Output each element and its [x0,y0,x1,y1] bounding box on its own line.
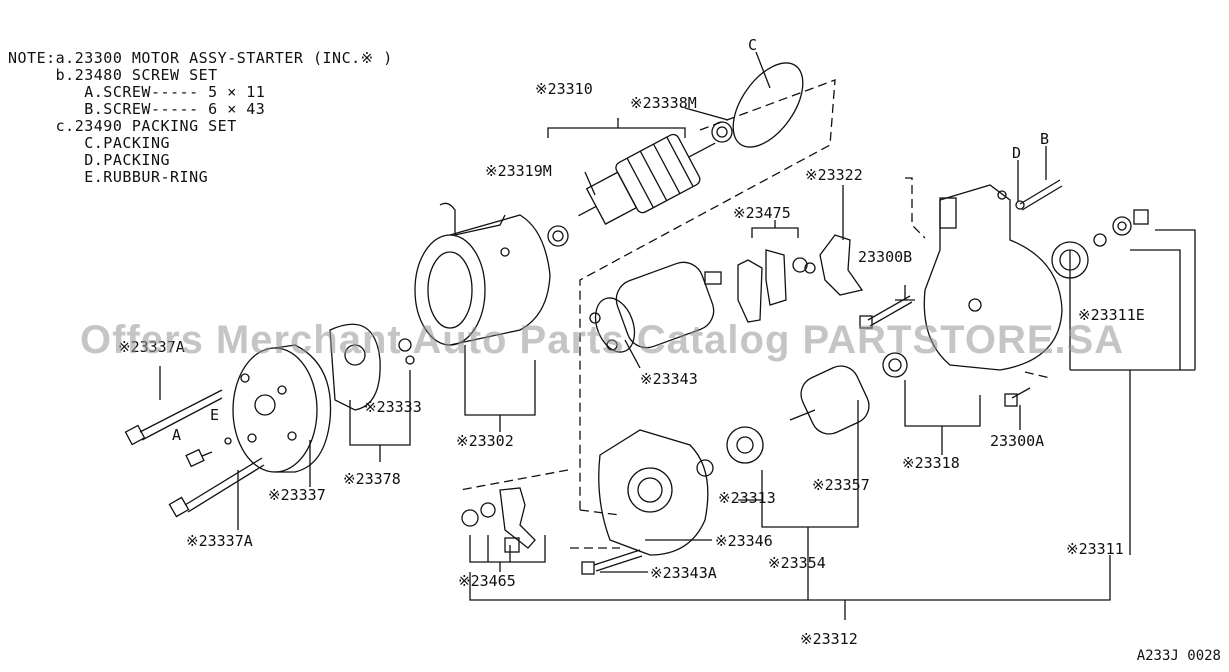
part-label-23343a[interactable]: ※23343A [650,564,717,582]
diagram-reference-code: A233J 0028 [1136,648,1221,664]
part-label-23333[interactable]: ※23333 [364,398,422,416]
note-line: B.SCREW----- 6 × 43 [8,100,266,118]
part-label-23319m[interactable]: ※23319M [485,162,552,180]
note-line: D.PACKING [8,151,171,169]
note-line: b.23480 SCREW SET [8,66,218,84]
part-label-d[interactable]: D [1012,144,1021,162]
part-label-23318[interactable]: ※23318 [902,454,960,472]
part-label-23465[interactable]: ※23465 [458,572,516,590]
watermark-text: Offers Merchant Auto Parts Catalog PARTS… [80,318,1125,362]
part-label-23343[interactable]: ※23343 [640,370,698,388]
part-label-23311e[interactable]: ※23311E [1078,306,1145,324]
note-line: C.PACKING [8,134,171,152]
part-label-23338m[interactable]: ※23338M [630,94,697,112]
part-label-23354[interactable]: ※23354 [768,554,826,572]
part-label-c[interactable]: C [748,36,757,54]
part-label-23475[interactable]: ※23475 [733,204,791,222]
note-line: c.23490 PACKING SET [8,117,237,135]
part-label-23300a[interactable]: 23300A [990,432,1044,450]
note-block: NOTE:a.23300 MOTOR ASSY-STARTER (INC.※ )… [8,50,393,186]
part-label-23357[interactable]: ※23357 [812,476,870,494]
part-label-23312[interactable]: ※23312 [800,630,858,648]
part-label-b[interactable]: B [1040,130,1049,148]
note-line: A.SCREW----- 5 × 11 [8,83,266,101]
part-label-23378[interactable]: ※23378 [343,470,401,488]
part-label-23337a-top[interactable]: ※23337A [118,338,185,356]
note-line: NOTE:a.23300 MOTOR ASSY-STARTER (INC.※ ) [8,49,393,67]
part-label-a[interactable]: A [172,426,181,444]
part-label-23310[interactable]: ※23310 [535,80,593,98]
part-label-23322[interactable]: ※23322 [805,166,863,184]
part-label-23300b[interactable]: 23300B [858,248,912,266]
part-label-23346[interactable]: ※23346 [715,532,773,550]
part-label-23337[interactable]: ※23337 [268,486,326,504]
part-label-23313[interactable]: ※23313 [718,489,776,507]
part-label-e[interactable]: E [210,406,219,424]
part-label-23337a-bottom[interactable]: ※23337A [186,532,253,550]
part-label-23311[interactable]: ※23311 [1066,540,1124,558]
note-line: E.RUBBUR-RING [8,168,209,186]
part-label-23302[interactable]: ※23302 [456,432,514,450]
